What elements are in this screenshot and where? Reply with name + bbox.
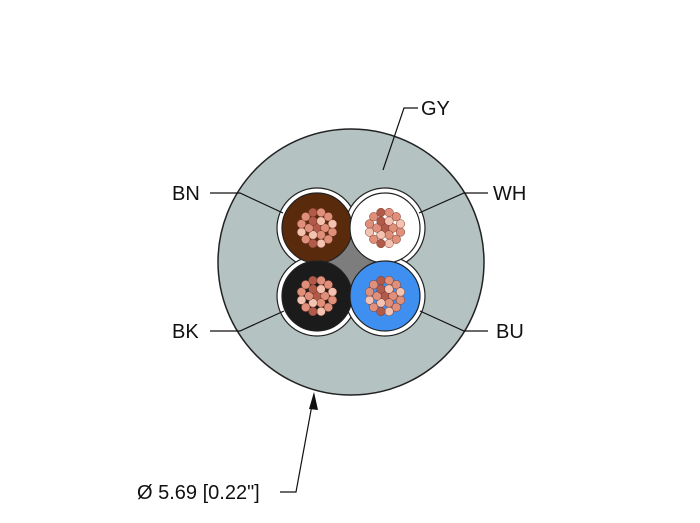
copper-strand (388, 291, 398, 301)
copper-strand (327, 287, 338, 297)
copper-strand (327, 219, 338, 229)
core-bn (281, 192, 353, 264)
copper-strand (301, 212, 311, 222)
copper-strand (395, 219, 406, 229)
core-bk (281, 260, 353, 332)
leader-line-gy (382, 107, 418, 171)
diameter-arrowhead (309, 392, 318, 410)
copper-strand (364, 227, 375, 237)
copper-strand (323, 212, 333, 222)
copper-strand (369, 212, 379, 222)
leader-line-bu (419, 310, 488, 332)
copper-strand (376, 207, 386, 218)
copper-strand (372, 223, 382, 233)
copper-strand (316, 207, 326, 218)
copper-strand (296, 287, 307, 297)
copper-strand (316, 238, 326, 249)
copper-strand (369, 234, 379, 244)
copper-strand (323, 234, 333, 244)
copper-strand (364, 287, 375, 297)
copper-strand (391, 234, 401, 244)
copper-strand (320, 291, 330, 301)
core-bu (349, 260, 421, 332)
copper-strand (391, 302, 401, 312)
copper-strand (308, 238, 318, 249)
copper-strand (391, 212, 401, 222)
copper-strand (296, 219, 307, 229)
copper-strand (301, 234, 311, 244)
copper-strand (376, 275, 386, 286)
copper-strand (384, 306, 394, 317)
label-bn: BN (172, 183, 200, 205)
copper-strand (296, 295, 307, 305)
copper-strand (304, 223, 314, 233)
copper-strand (364, 219, 375, 229)
copper-strand (395, 287, 406, 297)
copper-strand (384, 238, 394, 249)
copper-strand (308, 306, 318, 317)
copper-strand (372, 291, 382, 301)
leader-line-bk (210, 310, 285, 332)
copper-strand (369, 302, 379, 312)
copper-strand (301, 302, 311, 312)
copper-strand (320, 223, 330, 233)
copper-strand (388, 223, 398, 233)
label-diameter: Ø 5.69 [0.22"] (137, 482, 260, 504)
label-gy: GY (421, 98, 450, 120)
copper-strand (323, 280, 333, 290)
copper-strand (308, 275, 318, 286)
core-wh (349, 192, 421, 264)
copper-strand (376, 238, 386, 249)
label-bk: BK (172, 321, 199, 343)
copper-strand (301, 280, 311, 290)
copper-strand (376, 306, 386, 317)
copper-strand (364, 295, 375, 305)
copper-strand (304, 291, 314, 301)
label-wh: WH (493, 183, 526, 205)
copper-strand (323, 302, 333, 312)
copper-strand (316, 306, 326, 317)
copper-strand (296, 227, 307, 237)
copper-strand (369, 280, 379, 290)
copper-strand (308, 207, 318, 218)
copper-strand (384, 207, 394, 218)
leader-line-bn (210, 192, 284, 214)
copper-strand (384, 275, 394, 286)
leader-line-diameter (280, 393, 315, 493)
copper-strand (391, 280, 401, 290)
leader-line-wh (418, 192, 488, 214)
copper-strand (316, 275, 326, 286)
label-bu: BU (496, 321, 524, 343)
